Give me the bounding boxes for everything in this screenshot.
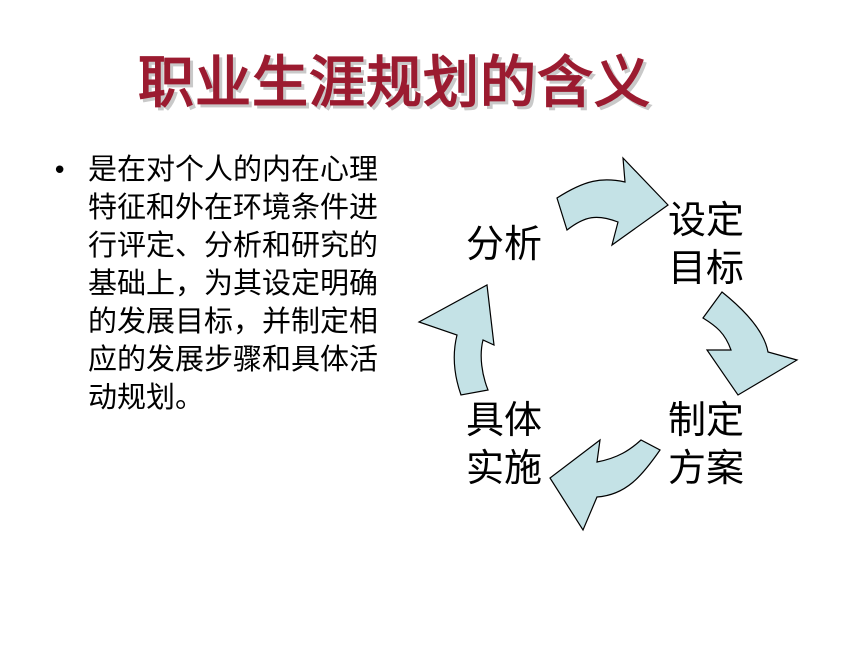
cycle-node-implement: 具体 实施 — [466, 396, 542, 492]
bullet-text: 是在对个人的内在心理特征和外在环境条件进行评定、分析和研究的基础上，为其设定明确… — [88, 152, 379, 414]
cycle-node-set-goal: 设定 目标 — [668, 196, 744, 292]
cycle-node-analysis: 分析 — [466, 220, 542, 268]
cycle-arrow-top-icon — [556, 156, 669, 247]
cycle-node-plan-line2: 方案 — [668, 446, 745, 490]
cycle-node-set-goal-line2: 目标 — [668, 246, 745, 290]
cycle-node-implement-line2: 实施 — [466, 446, 543, 490]
slide-title: 职业生涯规划的含义 — [138, 51, 651, 116]
cycle-arrow-right-icon — [702, 291, 799, 396]
cycle-arrow-bottom-icon — [549, 438, 661, 532]
cycle-node-analysis-label: 分析 — [466, 222, 543, 266]
cycle-arrow-left-icon — [417, 284, 495, 396]
cycle-node-plan: 制定 方案 — [668, 396, 744, 492]
cycle-node-plan-line1: 制定 — [668, 398, 745, 442]
cycle-node-implement-line1: 具体 — [466, 398, 543, 442]
cycle-node-set-goal-line1: 设定 — [668, 198, 745, 242]
bullet-dot-icon: • — [52, 156, 68, 186]
bullet-point: • 是在对个人的内在心理特征和外在环境条件进行评定、分析和研究的基础上，为其设定… — [52, 150, 397, 416]
